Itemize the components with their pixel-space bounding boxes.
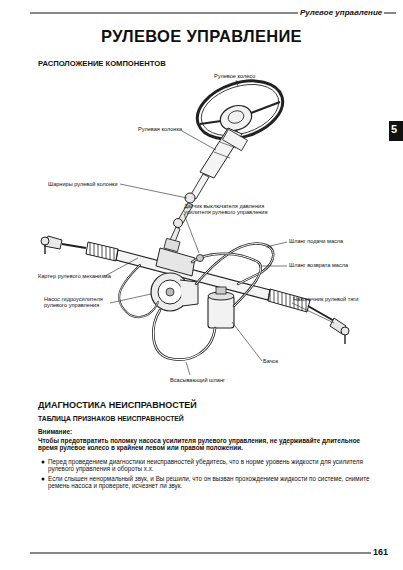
part-label: Рулевое колесо bbox=[214, 73, 255, 79]
fluid-reservoir bbox=[208, 287, 234, 328]
note-heading: Внимание: bbox=[38, 428, 72, 435]
column-joints bbox=[170, 193, 195, 242]
part-label: Бачок bbox=[263, 358, 278, 364]
bullet-dot bbox=[42, 461, 45, 464]
part-label: Картер рулевого механизма bbox=[38, 273, 111, 279]
pressure-switch bbox=[197, 255, 204, 262]
warning-text: Чтобы предотвратить поломку насоса усили… bbox=[38, 437, 378, 452]
section-heading: ДИАГНОСТИКА НЕИСПРАВНОСТЕЙ bbox=[38, 400, 197, 410]
part-label: Насос гидроусилителя рулевого управления bbox=[44, 296, 108, 309]
steering-rack bbox=[62, 238, 336, 322]
part-label: Всасывающий шланг bbox=[170, 377, 225, 383]
part-label: Датчик выключателя давления усилителя ру… bbox=[184, 203, 280, 216]
part-label: Наконечник рулевой тяги bbox=[293, 296, 363, 302]
part-label: Шланг возврата масла bbox=[289, 262, 348, 268]
leader-lines bbox=[105, 80, 334, 375]
part-label: Шарниры рулевой колонки bbox=[48, 181, 118, 187]
page-number: 161 bbox=[371, 547, 390, 557]
hoses bbox=[119, 244, 273, 360]
subsection-heading: ТАБЛИЦА ПРИЗНАКОВ НЕИСПРАВНОСТЕЙ bbox=[38, 415, 184, 423]
section-heading: РАСПОЛОЖЕНИЕ КОМПОНЕНТОВ bbox=[38, 60, 166, 69]
page-title: РУЛЕВОЕ УПРАВЛЕНИЕ bbox=[0, 27, 403, 46]
bullet-text: Перед проведением диагностики неисправно… bbox=[48, 458, 378, 472]
bullet-dot bbox=[42, 478, 45, 481]
chapter-tab-number: 5 bbox=[387, 123, 401, 136]
bullet-text: Если слышен ненормальный звук, и Вы реши… bbox=[48, 475, 378, 489]
part-label: Рулевая колонка bbox=[138, 126, 182, 132]
tie-rod-ends bbox=[41, 236, 349, 344]
footer-rule bbox=[30, 552, 372, 553]
power-steering-pump bbox=[151, 273, 198, 311]
part-label: Шланг подачи масла bbox=[289, 238, 343, 244]
running-header: Рулевое управление bbox=[298, 8, 384, 17]
steering-column bbox=[190, 128, 248, 199]
